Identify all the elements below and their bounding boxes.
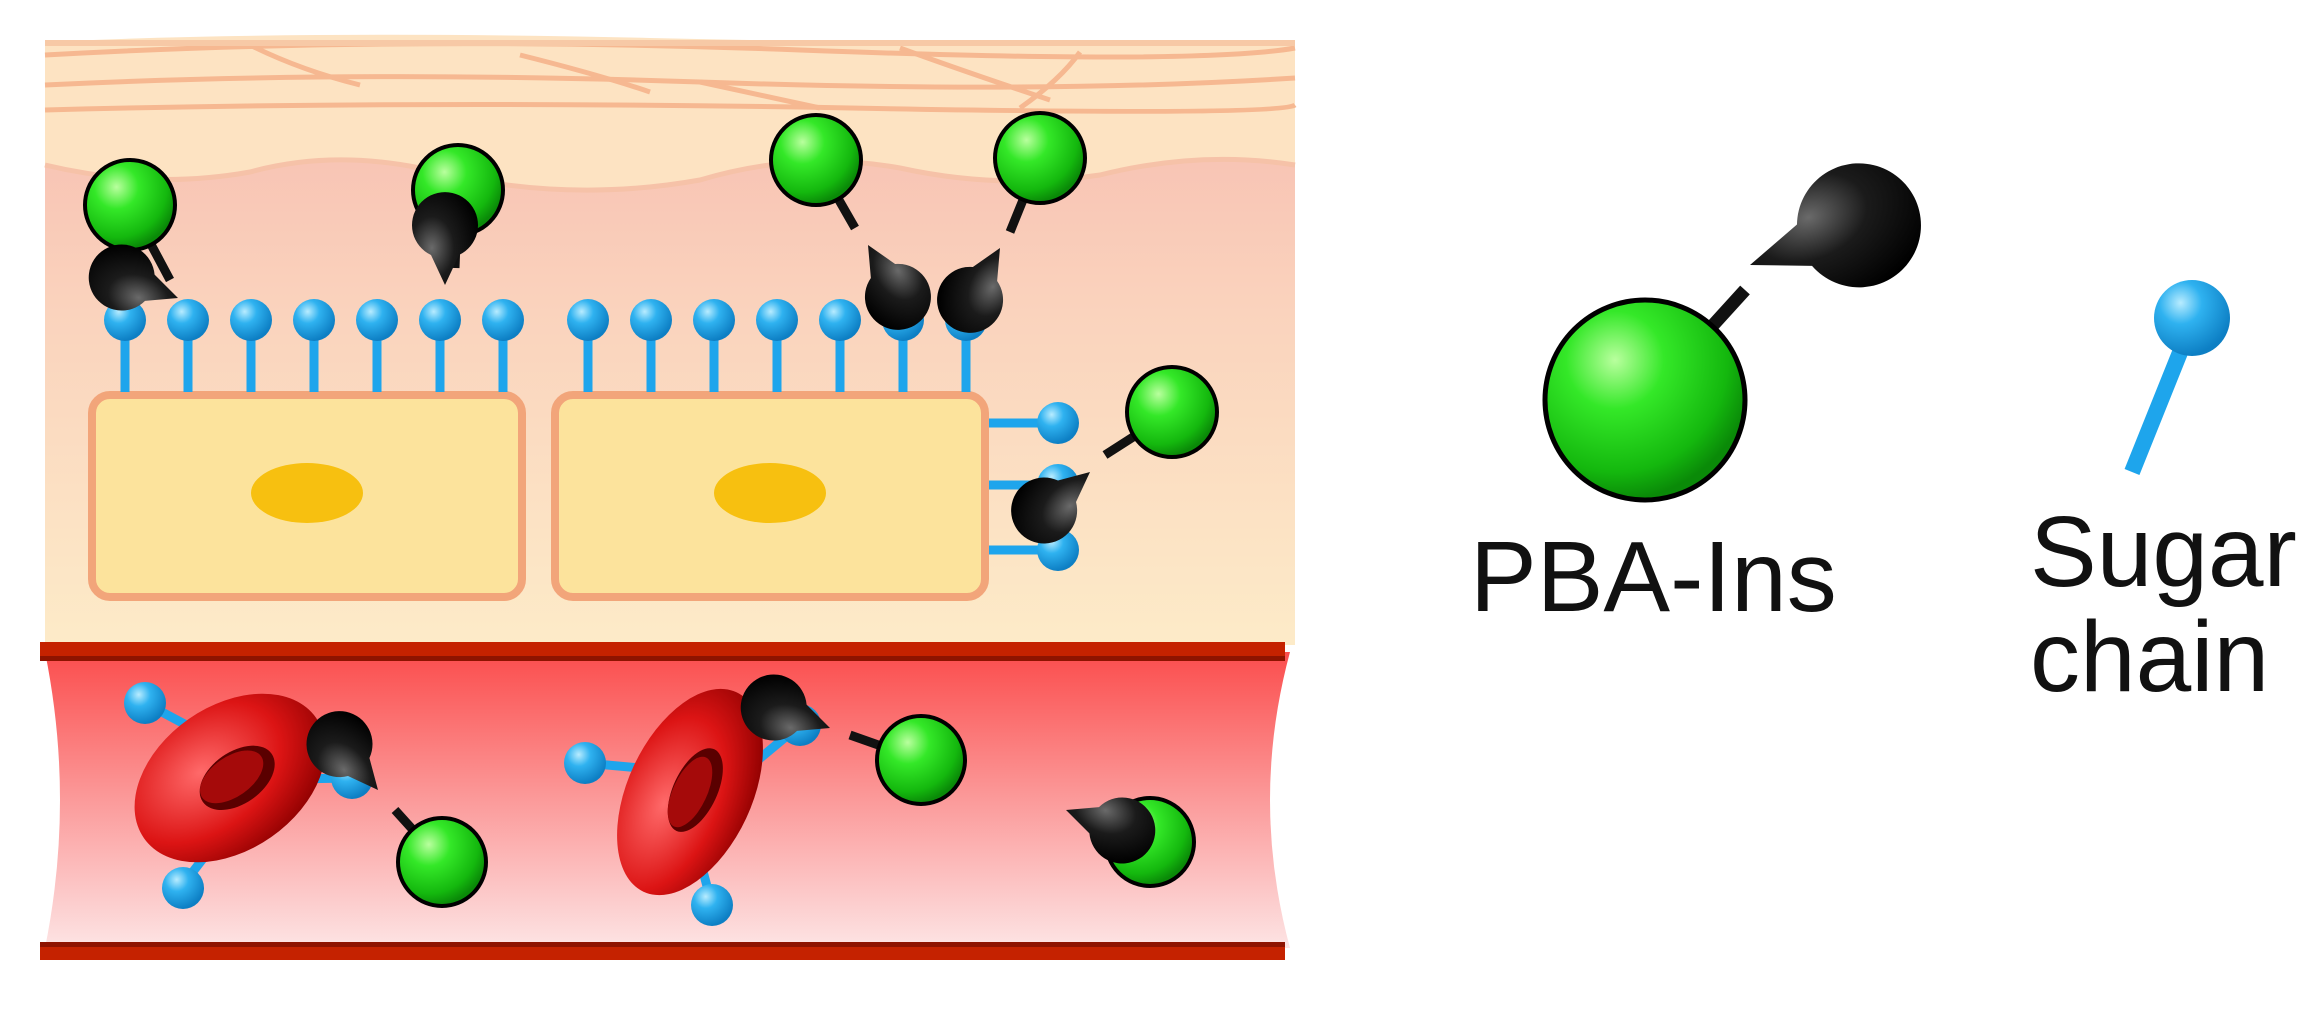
cell-nucleus-icon [714, 463, 826, 523]
pba-ins-icon [924, 111, 1087, 345]
cell-nucleus-icon [251, 463, 363, 523]
pba-ins-icon [731, 665, 967, 806]
pba-ins-icon [79, 158, 190, 330]
legend-sugar-line1: Sugar [2030, 496, 2297, 608]
tissue-cell-left [88, 391, 526, 601]
pba-ins-icon [411, 143, 505, 285]
red-blood-cell-icon [564, 688, 821, 926]
legend-sugar-chain-icon [2124, 280, 2230, 475]
pba-ins-icon [997, 365, 1219, 557]
tissue-cell-right [551, 391, 989, 601]
legend-sugar-chain-label: Sugar chain [2030, 500, 2297, 710]
pba-ins-icon [293, 697, 488, 908]
legend-pba-ins-icon [1542, 163, 1921, 503]
pba-ins-icon [1054, 778, 1196, 888]
red-blood-cell-icon [124, 682, 373, 909]
legend-pba-ins-label: PBA-Ins [1470, 521, 1837, 633]
legend-sugar-line2: chain [2030, 601, 2270, 713]
pba-ins-icon [769, 113, 944, 342]
